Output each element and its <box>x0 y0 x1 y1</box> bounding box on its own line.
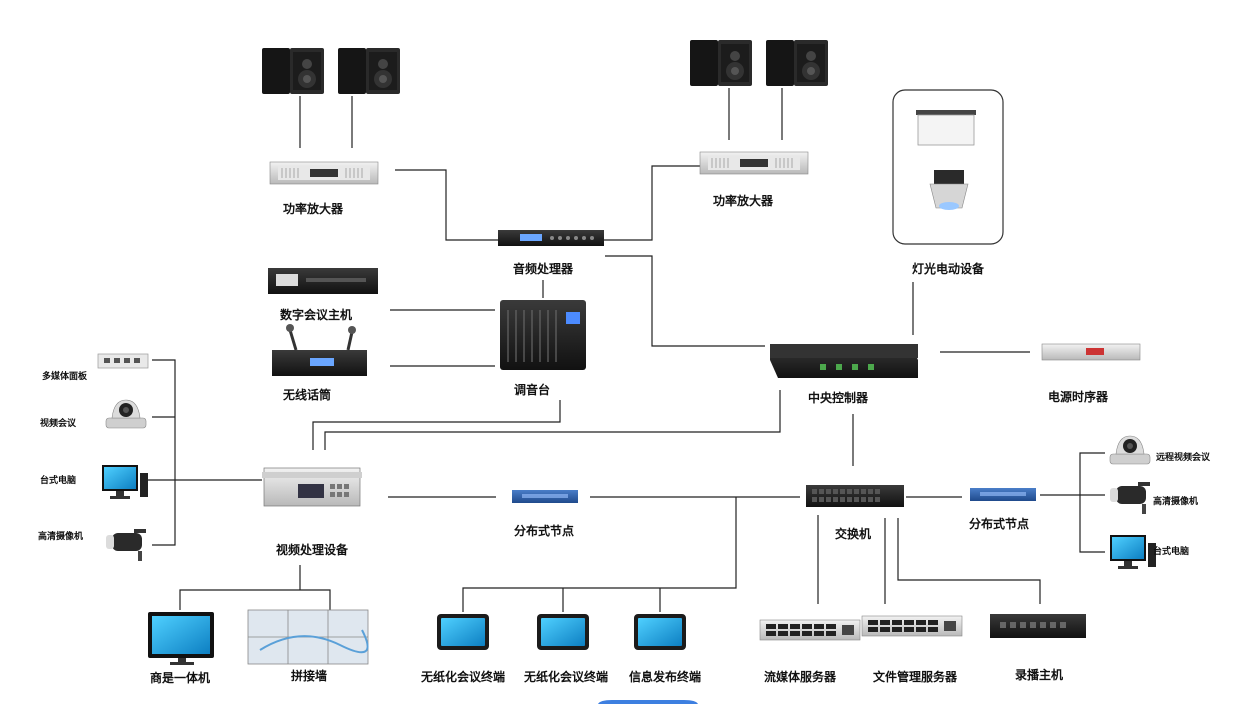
speaker-icon <box>262 48 324 94</box>
central-controller-label: 中央控制器 <box>807 391 869 405</box>
amp-left-label: 功率放大器 <box>282 202 344 216</box>
projector-screen-icon <box>916 110 976 146</box>
wireless-mic-label: 无线话筒 <box>282 388 332 402</box>
commercial-display-label: 商是一体机 <box>149 671 211 685</box>
monitor-icon <box>1110 535 1156 569</box>
splicing-wall-icon <box>247 609 369 665</box>
amp-right-label: 功率放大器 <box>712 194 774 208</box>
hd-camera-left-label: 高清摄像机 <box>38 532 84 542</box>
distributed-node-icon <box>512 490 578 503</box>
mixer-icon <box>500 300 586 370</box>
tablet-icon <box>634 614 686 650</box>
speaker-icon <box>690 40 752 86</box>
ptz-camera-icon <box>105 399 147 429</box>
desktop-pc-right-label: 台式电脑 <box>1153 547 1190 557</box>
rack-device-icon <box>1041 343 1141 361</box>
microphone-icon <box>272 324 367 376</box>
speaker-icon <box>338 48 400 94</box>
distributed-node-icon <box>970 488 1036 501</box>
rack-device-icon <box>268 268 378 294</box>
network-switch-icon <box>806 485 904 507</box>
info-release-terminal-label: 信息发布终端 <box>628 670 702 684</box>
conference-host-label: 数字会议主机 <box>279 308 353 322</box>
server-icon <box>861 615 963 637</box>
hd-camera-right-label: 高清摄像机 <box>1153 497 1199 507</box>
rack-device-icon <box>770 344 918 378</box>
bullet-camera-icon <box>1110 482 1150 514</box>
connection-lines <box>148 88 1105 612</box>
paperless-terminal-2-label: 无纸化会议终端 <box>523 670 609 684</box>
file-server-label: 文件管理服务器 <box>872 670 958 684</box>
recording-host-label: 录播主机 <box>1014 668 1064 682</box>
mixer-label: 调音台 <box>513 383 551 397</box>
server-icon <box>759 619 861 641</box>
spotlight-icon <box>929 170 969 210</box>
remote-video-conference-label: 远程视频会议 <box>1156 453 1211 463</box>
streaming-server-label: 流媒体服务器 <box>763 670 837 684</box>
desktop-pc-left-label: 台式电脑 <box>40 476 77 486</box>
speaker-icon <box>766 40 828 86</box>
lighting-label: 灯光电动设备 <box>911 262 985 276</box>
bullet-camera-icon <box>106 529 146 561</box>
tablet-icon <box>537 614 589 650</box>
audio-processor-label: 音频处理器 <box>512 262 574 276</box>
paperless-terminal-1-label: 无纸化会议终端 <box>420 670 506 684</box>
multimedia-panel-label: 多媒体面板 <box>42 372 88 382</box>
switch-label: 交换机 <box>834 527 872 541</box>
distributed-node-right-label: 分布式节点 <box>968 517 1030 531</box>
video-processor-label: 视频处理设备 <box>275 543 349 557</box>
rack-device-icon <box>990 614 1086 638</box>
bottom-accent-tab <box>598 700 698 704</box>
splicing-wall-label: 拼接墙 <box>290 669 328 683</box>
amplifier-icon <box>699 151 809 175</box>
amplifier-icon <box>269 161 379 185</box>
power-sequencer-label: 电源时序器 <box>1047 390 1109 404</box>
multimedia-panel-icon <box>97 353 149 369</box>
distributed-node-left-label: 分布式节点 <box>513 524 575 538</box>
tablet-icon <box>437 614 489 650</box>
monitor-icon <box>102 465 148 499</box>
ptz-camera-icon <box>1109 435 1151 465</box>
rack-device-icon <box>262 467 362 507</box>
commercial-display-icon <box>148 612 214 665</box>
rack-device-icon <box>498 230 604 246</box>
video-conference-label: 视频会议 <box>40 419 77 429</box>
